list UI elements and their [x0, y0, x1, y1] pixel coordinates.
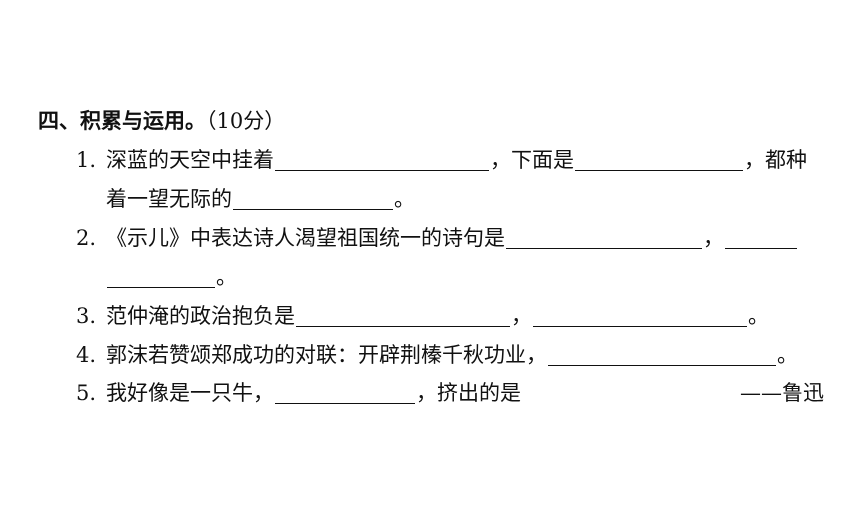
question-3-number: 3. — [76, 304, 97, 328]
question-5-number: 5. — [76, 381, 97, 405]
question-1-text-a: 深蓝的天空中挂着 — [106, 148, 274, 172]
question-2-text-a: 《示儿》中表达诗人渴望祖国统一的诗句是 — [106, 226, 505, 250]
question-5-blank[interactable] — [275, 383, 415, 404]
question-4-blank[interactable] — [548, 345, 776, 366]
question-2-blank-1[interactable] — [506, 228, 702, 249]
question-1-number: 1. — [76, 148, 97, 172]
question-1-text-d: 着一望无际的 — [106, 187, 232, 211]
section-title: 四、积累与运用。 — [38, 109, 206, 133]
question-2-text-c: 。 — [216, 265, 237, 289]
question-5-attribution: ——鲁迅 — [740, 381, 824, 405]
section-heading: 四、积累与运用。（10分） — [38, 108, 285, 134]
question-1-text-c: ，都种 — [744, 148, 807, 172]
question-2-number: 2. — [76, 226, 97, 250]
question-2-line-1: 2. 《示儿》中表达诗人渴望祖国统一的诗句是 ， — [76, 225, 798, 251]
question-3-text-c: 。 — [748, 304, 769, 328]
question-3-text-a: 范仲淹的政治抱负是 — [106, 304, 295, 328]
question-4-line: 4. 郭沫若赞颂郑成功的对联：开辟荆榛千秋功业， 。 — [76, 342, 798, 368]
question-3-blank-1[interactable] — [296, 306, 510, 327]
question-1-text-e: 。 — [394, 187, 415, 211]
question-4-text-b: 。 — [777, 343, 798, 367]
section-score: （10分） — [206, 109, 286, 133]
question-3-line: 3. 范仲淹的政治抱负是 ， 。 — [76, 303, 769, 329]
question-4-text-a: 郭沫若赞颂郑成功的对联：开辟荆榛千秋功业， — [106, 343, 547, 367]
question-3-blank-2[interactable] — [533, 306, 747, 327]
question-1-blank-3[interactable] — [233, 189, 393, 210]
question-2-blank-2a[interactable] — [725, 228, 797, 249]
question-1-text-b: ，下面是 — [490, 148, 574, 172]
question-1-blank-1[interactable] — [275, 150, 489, 171]
question-5-line: 5. 我好像是一只牛， ，挤出的是 — [76, 380, 521, 406]
question-4-number: 4. — [76, 343, 97, 367]
question-1-line-2: 着一望无际的 。 — [106, 186, 415, 212]
question-2-text-b: ， — [703, 226, 724, 250]
question-2-blank-2b[interactable] — [107, 267, 215, 288]
question-2-line-2: 。 — [106, 264, 237, 290]
question-5-text-b: ，挤出的是 — [416, 381, 521, 405]
question-3-text-b: ， — [511, 304, 532, 328]
question-1-line-1: 1. 深蓝的天空中挂着 ，下面是 ，都种 — [76, 147, 807, 173]
occluding-overlay — [523, 372, 737, 416]
question-1-blank-2[interactable] — [575, 150, 743, 171]
question-5-text-a: 我好像是一只牛， — [106, 381, 274, 405]
